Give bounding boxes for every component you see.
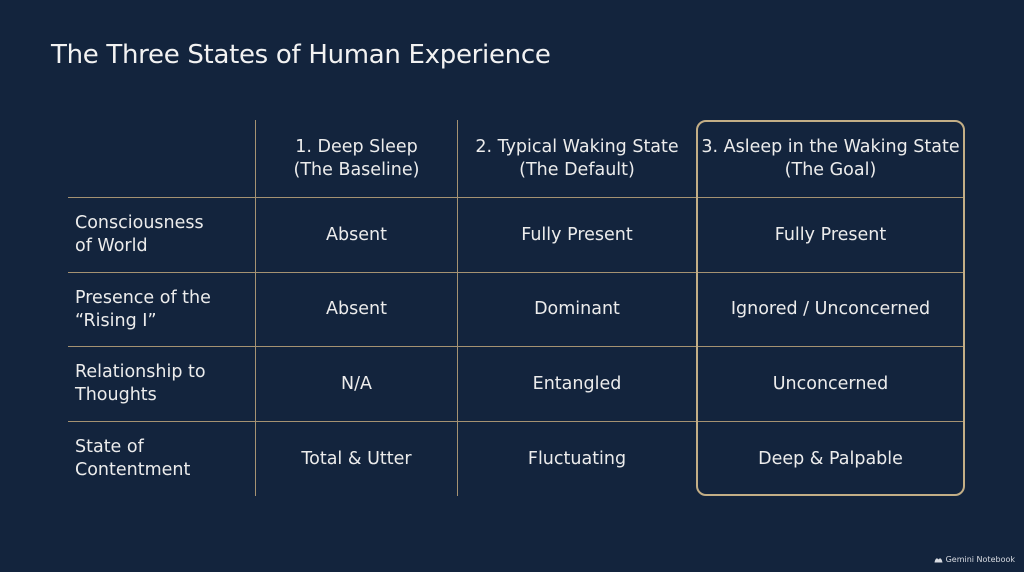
watermark-text: Gemini Notebook: [945, 555, 1015, 564]
table-cell: Fully Present: [521, 224, 633, 245]
row-label-line: Consciousness: [75, 213, 204, 233]
row-label-line: Contentment: [75, 460, 191, 480]
slide-title: The Three States of Human Experience: [51, 40, 551, 70]
row-label-line: Presence of the: [75, 287, 211, 308]
table-cell: Absent: [326, 224, 387, 245]
row-label-line: State of: [75, 437, 144, 457]
column-header-deep-sleep: 1. Deep Sleep(The Baseline): [256, 120, 457, 197]
column-header-title: 2. Typical Waking State: [475, 136, 679, 157]
table-cell: Fluctuating: [527, 448, 627, 469]
row-divider: [68, 272, 696, 273]
row-label-consciousness: Consciousness of World: [75, 198, 250, 272]
row-label-thoughts: Relationship to Thoughts: [75, 347, 250, 421]
notebook-logo-icon: [934, 557, 943, 562]
row-divider: [698, 197, 963, 198]
watermark: Gemini Notebook: [934, 555, 1015, 564]
table-cell: Dominant: [534, 299, 620, 319]
table-cell: Deep & Palpable: [758, 448, 903, 469]
table-cell: Total & Utter: [301, 448, 412, 469]
column-header-subtitle: (The Baseline): [293, 159, 420, 180]
column-header-subtitle: (The Default): [519, 159, 635, 180]
row-divider: [68, 197, 696, 198]
column-header-asleep-waking: 3. Asleep in the Waking State(The Goal): [698, 120, 963, 197]
row-divider: [68, 421, 696, 422]
row-label-line: “Rising I”: [75, 310, 157, 331]
table-cell: Entangled: [532, 373, 622, 394]
goal-column-highlight: [696, 120, 965, 496]
column-divider: [457, 120, 458, 496]
column-header-typical-waking: 2. Typical Waking State(The Default): [458, 120, 696, 197]
column-header-title: 1. Deep Sleep: [295, 136, 418, 157]
table-cell: Unconcerned: [772, 373, 889, 394]
row-label-line: of World: [75, 236, 148, 256]
row-label-contentment: State of Contentment: [75, 422, 250, 496]
column-header-subtitle: (The Goal): [784, 159, 877, 180]
table-cell: Ignored / Unconcerned: [730, 299, 931, 319]
table-cell: Absent: [326, 299, 387, 319]
row-label-line: Relationship to: [75, 362, 206, 382]
row-divider: [698, 272, 963, 273]
row-label-rising-i: Presence of the“Rising I”: [75, 273, 250, 346]
table-cell: Fully Present: [774, 224, 887, 245]
row-divider: [68, 346, 696, 347]
row-divider: [698, 421, 963, 422]
column-header-title: 3. Asleep in the Waking State: [701, 136, 960, 157]
row-divider: [698, 346, 963, 347]
row-label-line: Thoughts: [75, 385, 157, 405]
table-cell: N/A: [341, 373, 372, 394]
column-divider: [255, 120, 256, 496]
comparison-table: 1. Deep Sleep(The Baseline) 2. Typical W…: [68, 120, 965, 496]
